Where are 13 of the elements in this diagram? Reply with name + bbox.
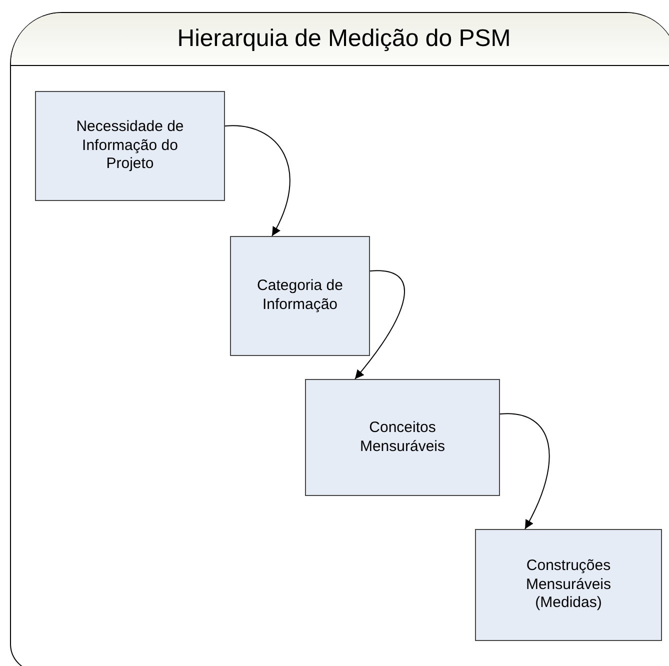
diagram-frame xyxy=(10,12,669,666)
process-box xyxy=(35,91,225,201)
process-box xyxy=(475,529,662,641)
box-label: Necessidade de Informação do Projeto xyxy=(75,118,185,174)
curved-arrow xyxy=(354,270,405,380)
frame-heading: Hierarquia de Medição do PSM xyxy=(177,25,511,53)
box-label: Categoria de Informação xyxy=(256,277,344,315)
curved-arrow xyxy=(500,413,550,530)
process-box xyxy=(305,379,500,496)
box-label: Construções Mensuráveis (Medidas) xyxy=(524,556,612,614)
curved-arrow xyxy=(224,125,290,236)
process-box xyxy=(230,236,370,356)
box-label: Conceitos Mensuráveis xyxy=(358,418,446,456)
